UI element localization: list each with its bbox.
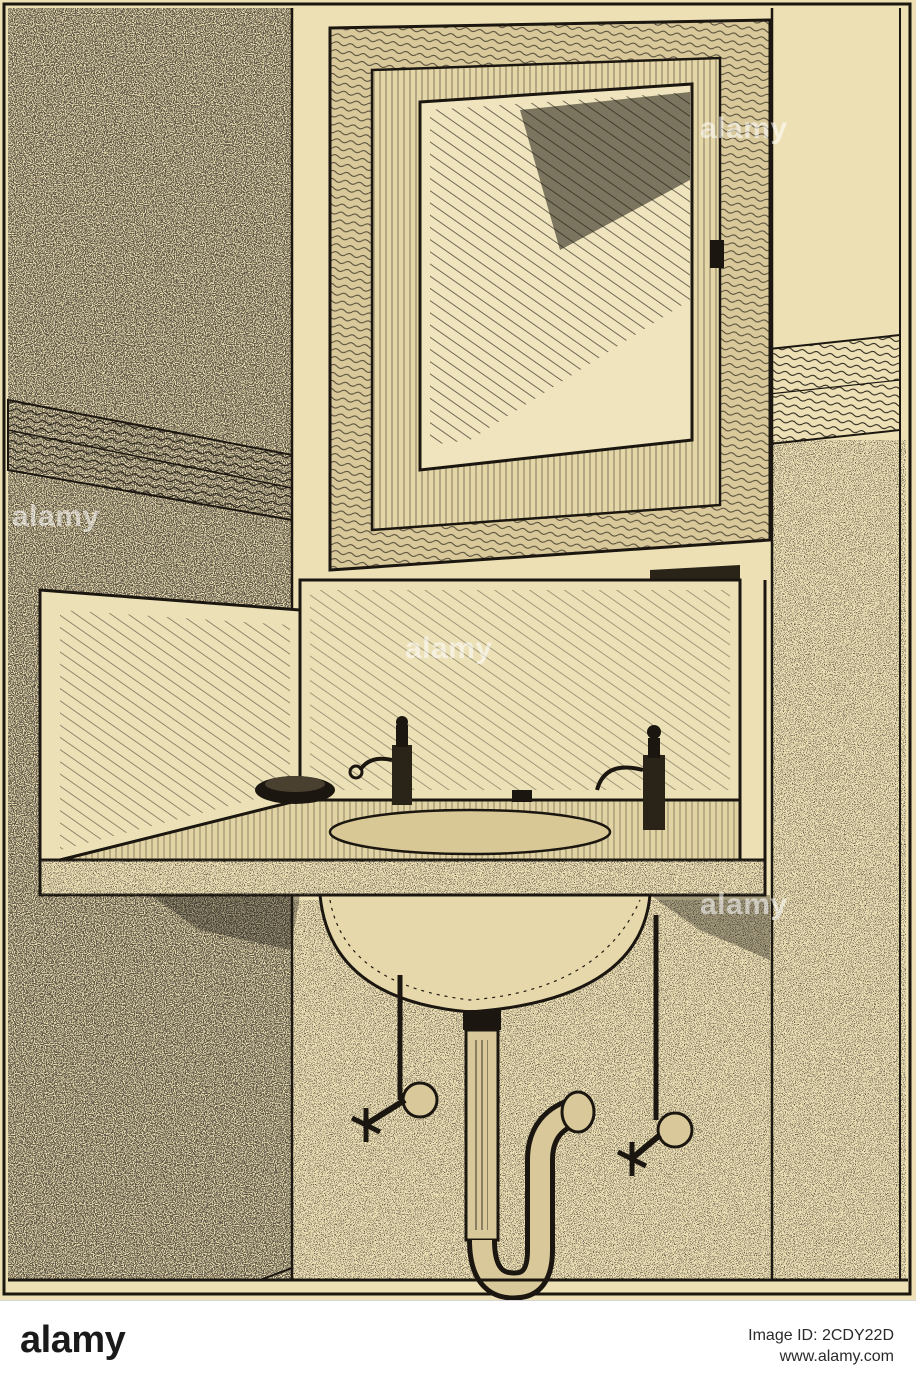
sink-engraving	[2, 2, 912, 1300]
site-url[interactable]: www.alamy.com	[779, 1348, 894, 1365]
watermark-center: alamy	[405, 632, 493, 665]
engraving-plate: alamy alamy alamy alamy	[0, 0, 916, 1300]
watermark-top-right: alamy	[700, 112, 788, 145]
image-id-label: Image ID: 2CDY22D	[748, 1327, 894, 1344]
watermark-lower-right: alamy	[700, 888, 788, 921]
stock-footer: alamy Image ID: 2CDY22D www.alamy.com	[0, 1300, 916, 1391]
alamy-logo[interactable]: alamy	[20, 1319, 126, 1361]
image-id-block: Image ID: 2CDY22D www.alamy.com	[748, 1325, 894, 1367]
watermark-left: alamy	[12, 500, 100, 533]
